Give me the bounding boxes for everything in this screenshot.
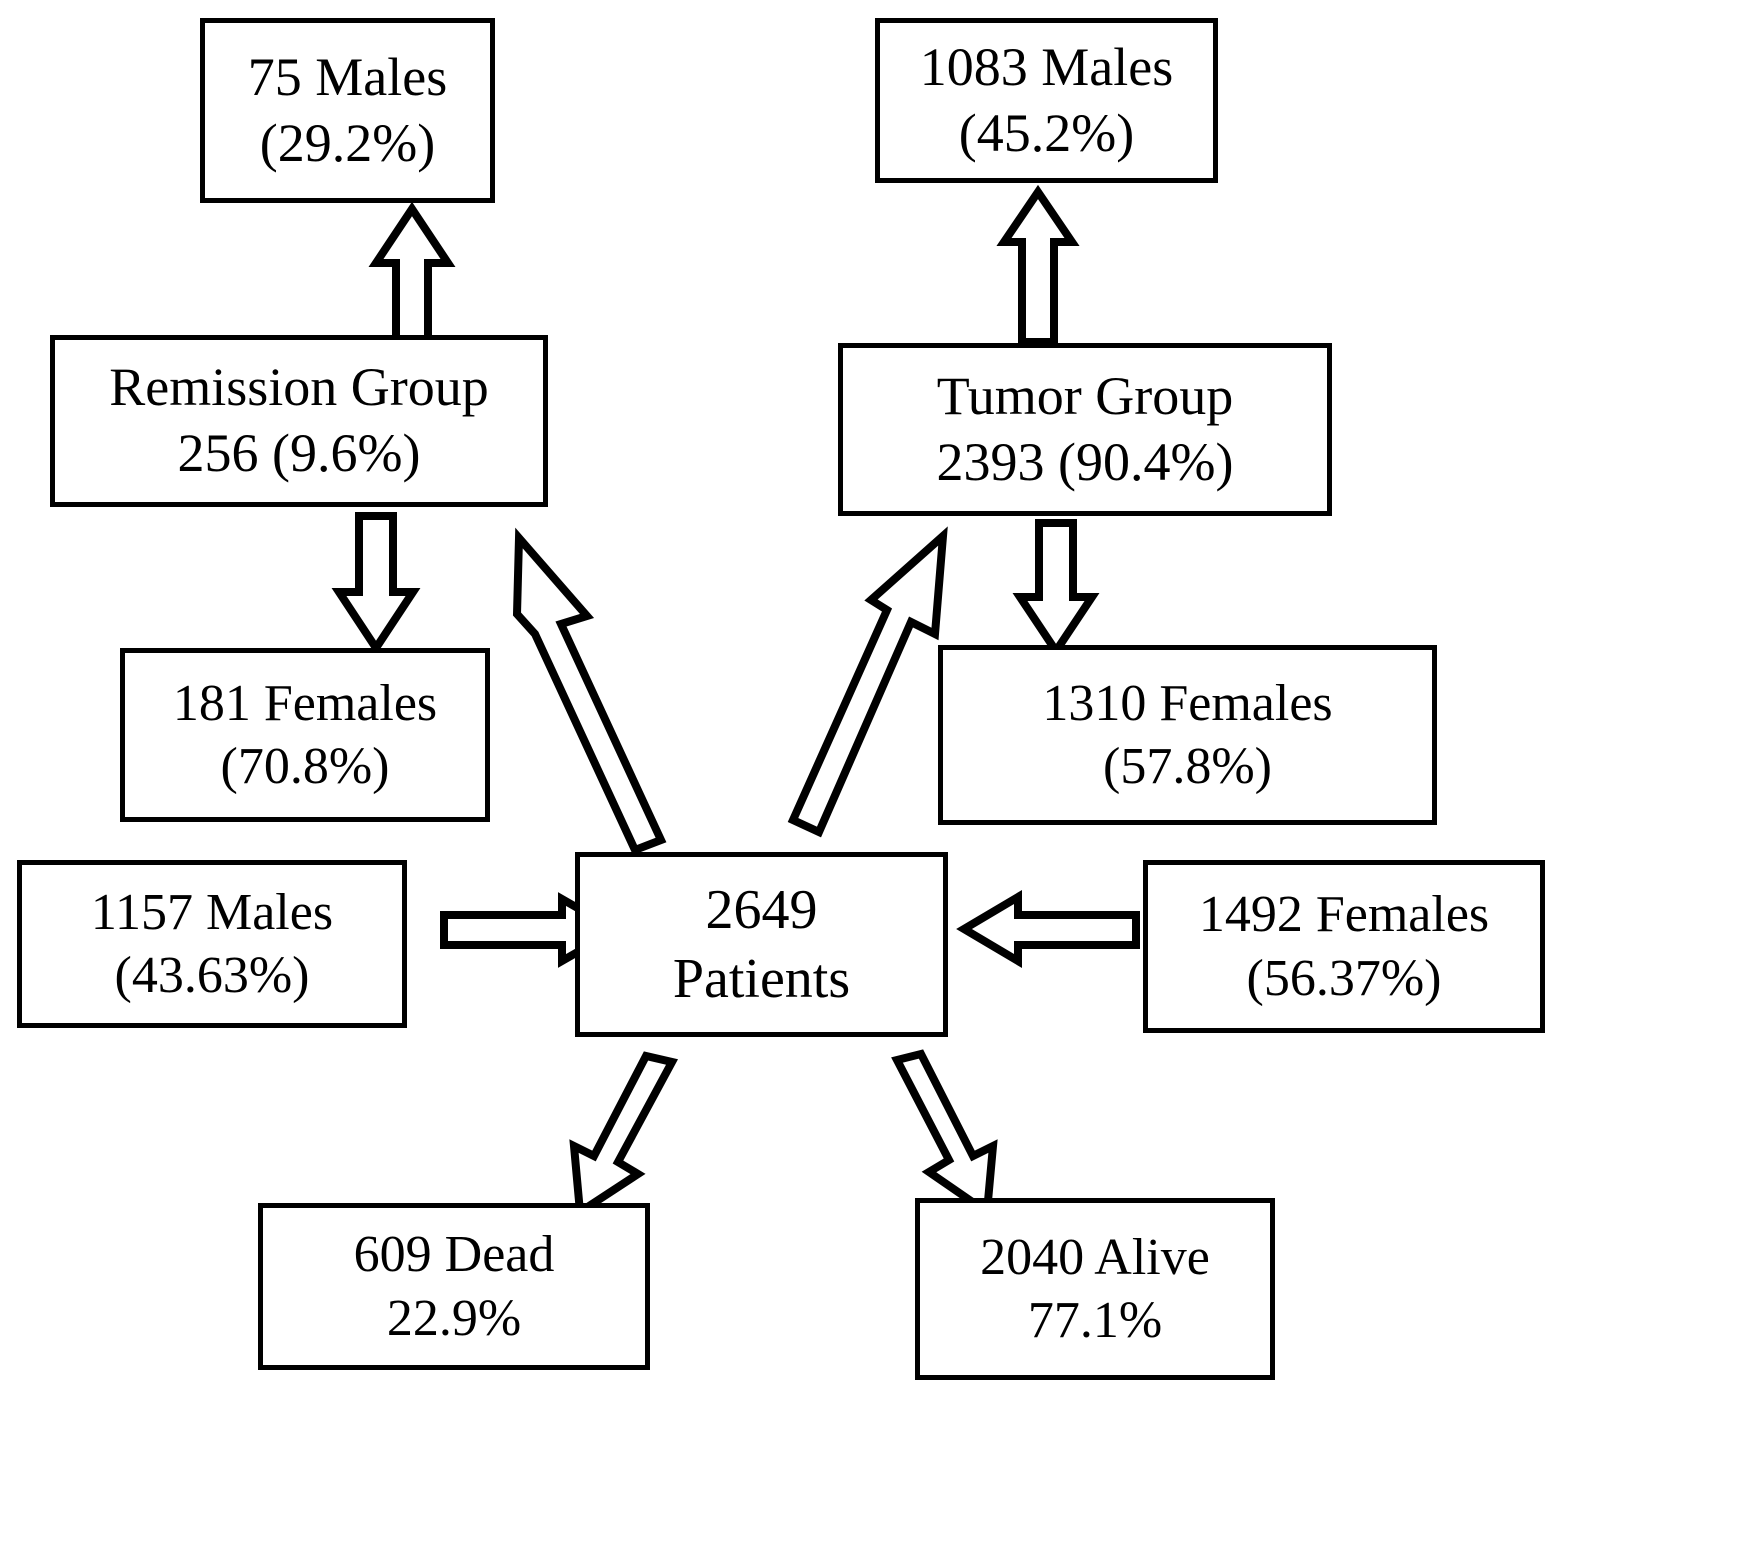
total-patients-box[interactable]: 2649 Patients bbox=[575, 852, 948, 1037]
remission-group-line2: 256 (9.6%) bbox=[177, 423, 421, 483]
remission-males-line2: (29.2%) bbox=[259, 112, 436, 173]
remission-males-line1: 75 Males bbox=[247, 46, 448, 107]
arrow-total-patients-to-alive bbox=[875, 1049, 1005, 1222]
tumor-group-line1: Tumor Group bbox=[936, 365, 1234, 426]
arrow-total-patients-to-dead bbox=[560, 1050, 690, 1220]
dead-line1: 609 Dead bbox=[353, 1226, 555, 1284]
tumor-males-box[interactable]: 1083 Males (45.2%) bbox=[875, 18, 1218, 183]
tumor-females-line2: (57.8%) bbox=[1103, 738, 1272, 795]
tumor-females-line1: 1310 Females bbox=[1042, 674, 1333, 732]
arrow-tumor-group-to-tumor-males bbox=[996, 184, 1080, 346]
alive-line2: 77.1% bbox=[1027, 1292, 1163, 1349]
remission-females-line2: (70.8%) bbox=[220, 738, 390, 795]
arrow-total-patients-to-remission-group bbox=[495, 520, 695, 856]
tumor-males-line1: 1083 Males bbox=[919, 36, 1174, 97]
alive-line1: 2040 Alive bbox=[980, 1228, 1210, 1286]
all-males-box[interactable]: 1157 Males (43.63%) bbox=[17, 860, 407, 1028]
all-females-line2: (56.37%) bbox=[1246, 949, 1442, 1007]
tumor-males-line2: (45.2%) bbox=[958, 102, 1135, 163]
all-males-line2: (43.63%) bbox=[114, 947, 310, 1004]
arrow-remission-group-to-remission-males bbox=[368, 201, 456, 350]
dead-box[interactable]: 609 Dead 22.9% bbox=[258, 1203, 650, 1370]
total-patients-label: Patients bbox=[672, 947, 851, 1010]
all-females-box[interactable]: 1492 Females (56.37%) bbox=[1143, 860, 1545, 1033]
remission-group-box[interactable]: Remission Group 256 (9.6%) bbox=[50, 335, 548, 507]
arrow-remission-group-to-remission-females bbox=[331, 512, 421, 656]
all-females-line1: 1492 Females bbox=[1198, 886, 1490, 944]
arrow-total-patients-to-tumor-group bbox=[775, 522, 965, 842]
arrow-tumor-group-to-tumor-females bbox=[1012, 519, 1100, 659]
tumor-females-box[interactable]: 1310 Females (57.8%) bbox=[938, 645, 1437, 825]
arrow-all-females-to-total-patients bbox=[956, 889, 1140, 969]
dead-line2: 22.9% bbox=[386, 1289, 522, 1347]
remission-females-box[interactable]: 181 Females (70.8%) bbox=[120, 648, 490, 822]
all-males-line1: 1157 Males bbox=[90, 883, 334, 941]
remission-females-line1: 181 Females bbox=[172, 674, 438, 732]
total-patients-count: 2649 bbox=[705, 879, 818, 942]
remission-males-box[interactable]: 75 Males (29.2%) bbox=[200, 18, 495, 203]
tumor-group-box[interactable]: Tumor Group 2393 (90.4%) bbox=[838, 343, 1332, 516]
tumor-group-line2: 2393 (90.4%) bbox=[936, 431, 1234, 492]
remission-group-line1: Remission Group bbox=[109, 357, 489, 418]
alive-box[interactable]: 2040 Alive 77.1% bbox=[915, 1198, 1275, 1380]
